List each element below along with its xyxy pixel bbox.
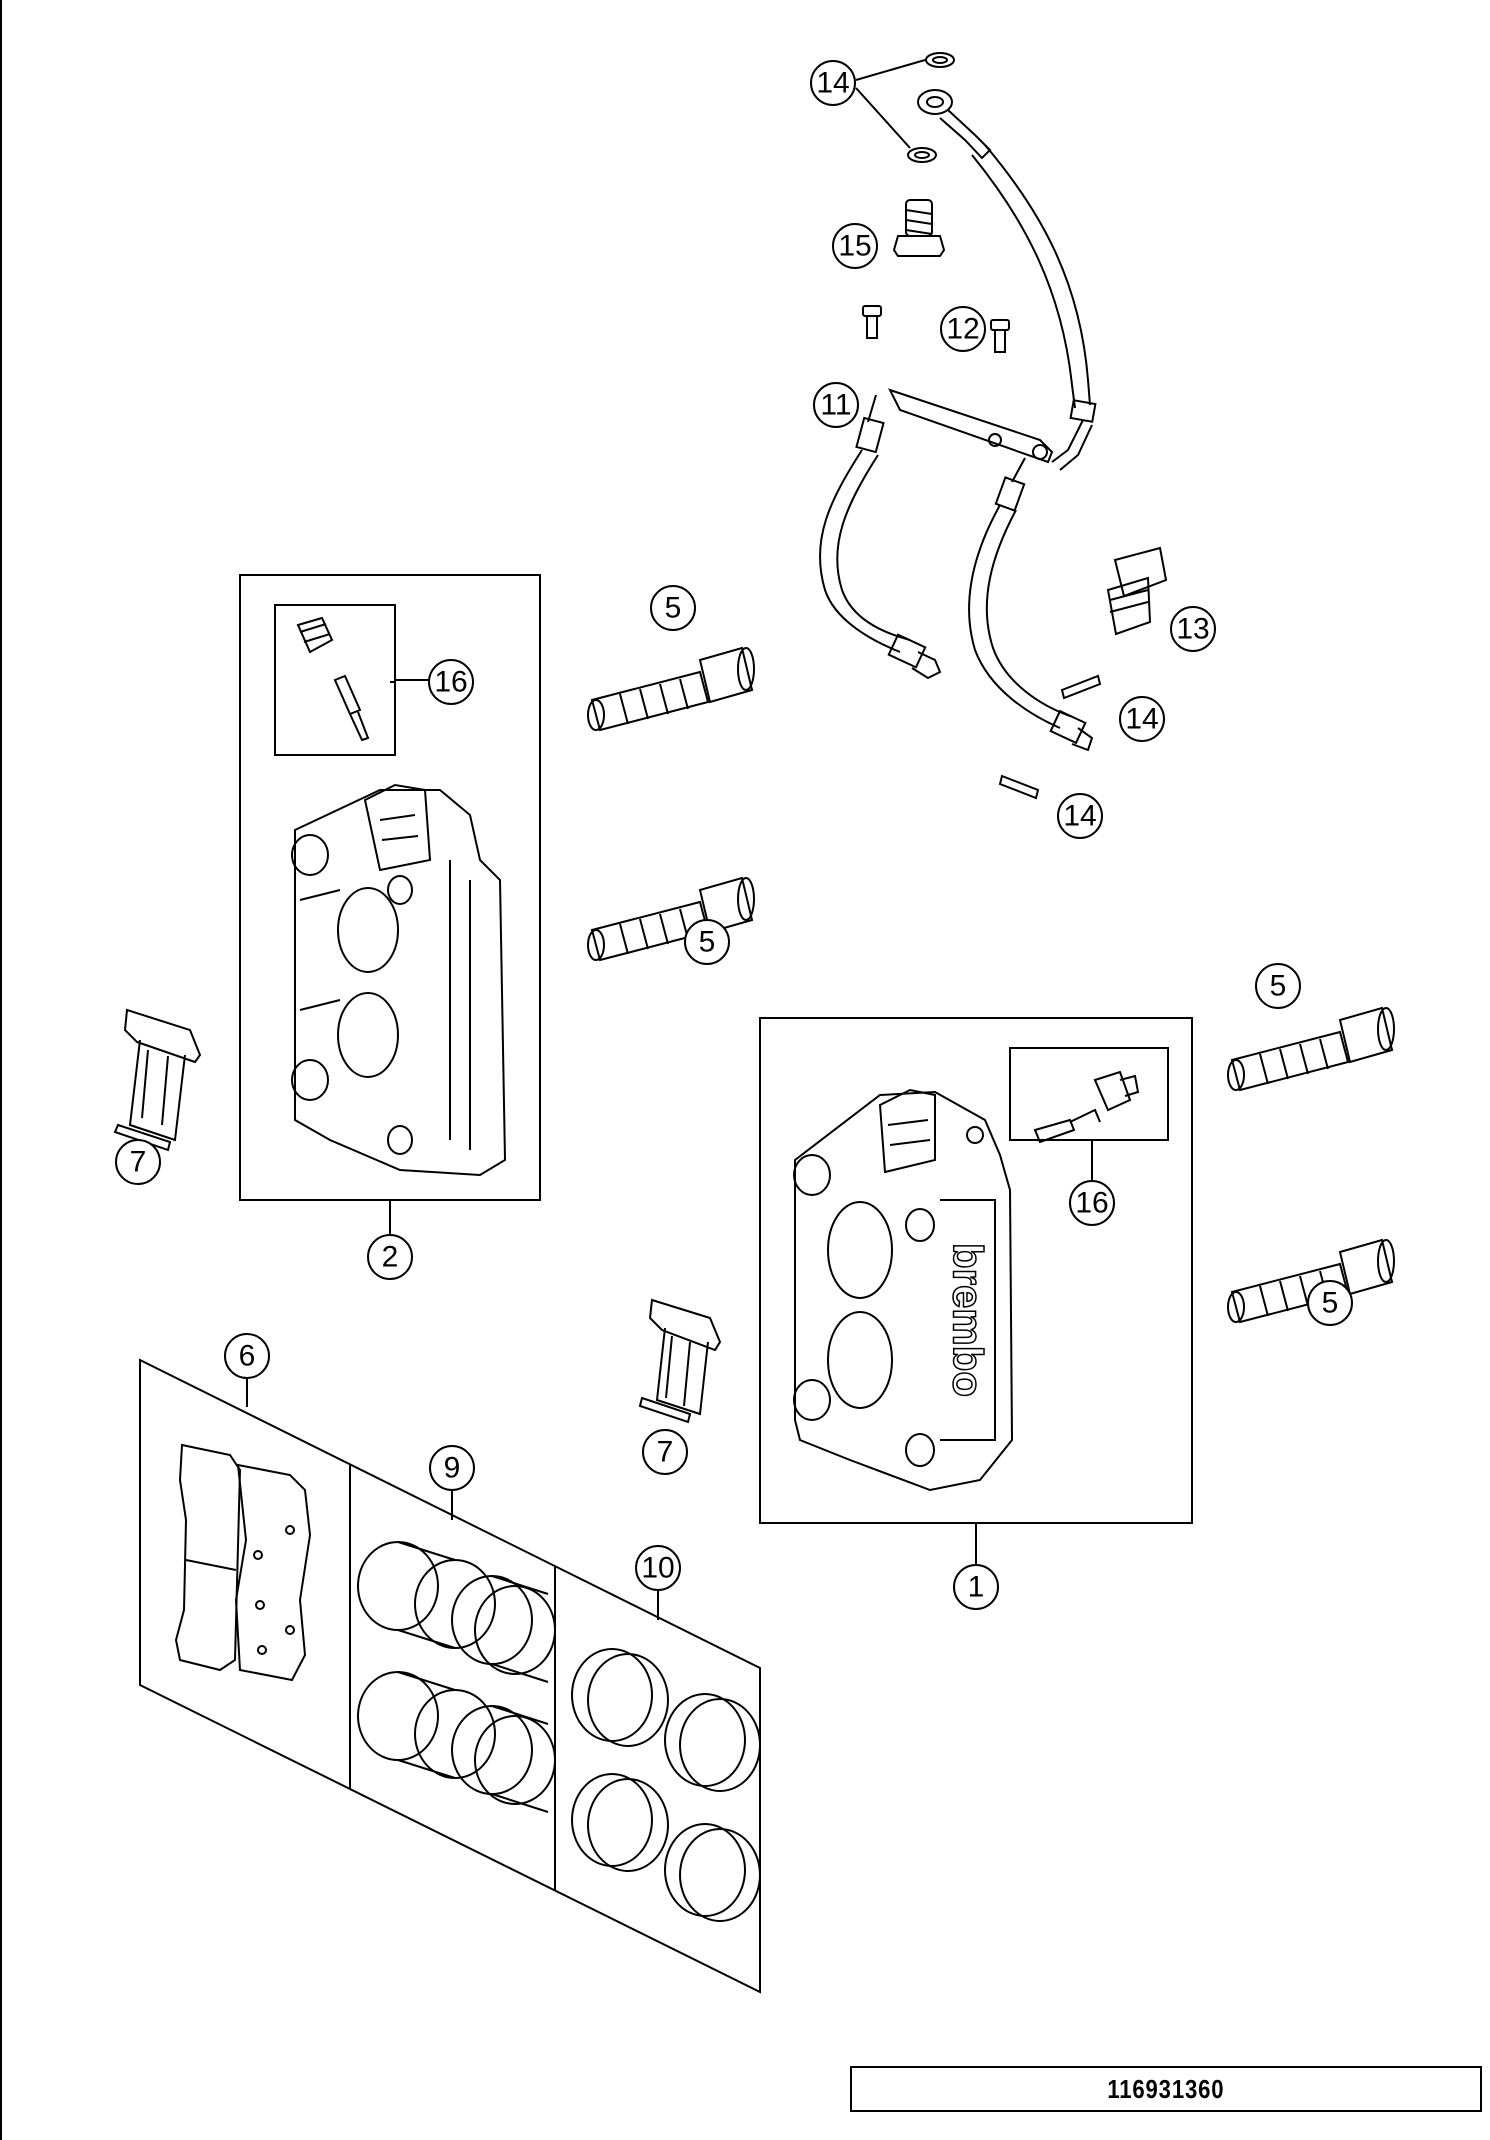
- callouts: 14 15 12 11 13 14 14 16: [115, 60, 1353, 1610]
- callout-label: 1: [968, 1571, 985, 1604]
- callout-7-left: 7: [115, 1139, 161, 1185]
- callout-5-d: 5: [1307, 1280, 1353, 1326]
- bolt-upper-left: [587, 646, 755, 732]
- sealing-washers: [907, 52, 1102, 800]
- reference-number: 116931360: [1107, 2073, 1225, 2104]
- right-caliper-body: [793, 1088, 1014, 1492]
- callout-label: 13: [1176, 613, 1209, 646]
- callout-7-right: 7: [642, 1429, 688, 1475]
- left-caliper-kit: [239, 574, 541, 1201]
- page-edge-line: [0, 0, 2, 2140]
- callout-label: 11: [820, 389, 851, 422]
- hose-fitting: [1106, 546, 1168, 636]
- washer-right-a: [1060, 674, 1102, 700]
- callout-14-top: 14: [810, 60, 856, 106]
- right-bleeder-kit-box: [1009, 1047, 1169, 1141]
- callout-5-a: 5: [650, 585, 696, 631]
- washer-lower: [907, 147, 937, 163]
- brake-hose-assembly: [818, 89, 1097, 752]
- callout-16-left: 16: [428, 659, 474, 705]
- callout-label: 7: [657, 1436, 674, 1469]
- callout-label: 7: [130, 1146, 147, 1179]
- callout-label: 2: [382, 1241, 399, 1274]
- left-caliper-body: [291, 783, 507, 1177]
- callout-14-lower: 14: [1057, 793, 1103, 839]
- parts-panel-outline: [139, 1358, 761, 1994]
- callout-label: 14: [1125, 703, 1158, 736]
- callout-2: 2: [367, 1234, 413, 1280]
- callout-5-c: 5: [1255, 963, 1301, 1009]
- callout-15: 15: [832, 223, 878, 269]
- callout-label: 5: [1322, 1287, 1339, 1320]
- pad-spring-left: [113, 1008, 202, 1152]
- callout-label: 10: [641, 1552, 674, 1585]
- piston-seals: [571, 1648, 761, 1922]
- callout-label: 12: [946, 313, 979, 346]
- reference-number-box: 116931360: [850, 2066, 1482, 2112]
- banjo-bolt: [892, 199, 946, 257]
- callout-label: 5: [1270, 970, 1287, 1003]
- callout-label: 14: [816, 67, 849, 100]
- screws: [862, 305, 1010, 353]
- left-caliper-box: [239, 574, 541, 1201]
- callout-5-b: 5: [684, 919, 730, 965]
- pad-spring-right: [638, 1298, 722, 1424]
- callout-9: 9: [429, 1445, 475, 1491]
- bolt-upper-right: [1227, 1006, 1395, 1092]
- pistons: [357, 1541, 556, 1813]
- callout-label: 5: [699, 926, 716, 959]
- washer-top: [925, 52, 955, 68]
- callout-14-right: 14: [1119, 696, 1165, 742]
- callout-label: 15: [838, 230, 871, 263]
- leader-lines: [246, 59, 1093, 1620]
- callout-label: 16: [434, 666, 467, 699]
- callout-6: 6: [224, 1333, 270, 1379]
- washer-right-b: [998, 774, 1040, 800]
- callout-12: 12: [940, 306, 986, 352]
- banjo-fitting: [917, 89, 953, 115]
- callout-label: 5: [665, 592, 682, 625]
- callout-1: 1: [953, 1564, 999, 1610]
- distribution-block: [888, 388, 1054, 464]
- brake-pads: [174, 1443, 312, 1682]
- callout-13: 13: [1170, 606, 1216, 652]
- callout-label: 16: [1075, 1187, 1108, 1220]
- caliper-brand-logo: brembo: [945, 1243, 992, 1397]
- callout-16-right: 16: [1069, 1180, 1115, 1226]
- callout-10: 10: [635, 1545, 681, 1591]
- parts-panel: [139, 1358, 761, 1994]
- callout-label: 14: [1063, 800, 1096, 833]
- callout-label: 6: [239, 1340, 256, 1373]
- callout-11: 11: [813, 382, 859, 428]
- callout-label: 9: [444, 1452, 461, 1485]
